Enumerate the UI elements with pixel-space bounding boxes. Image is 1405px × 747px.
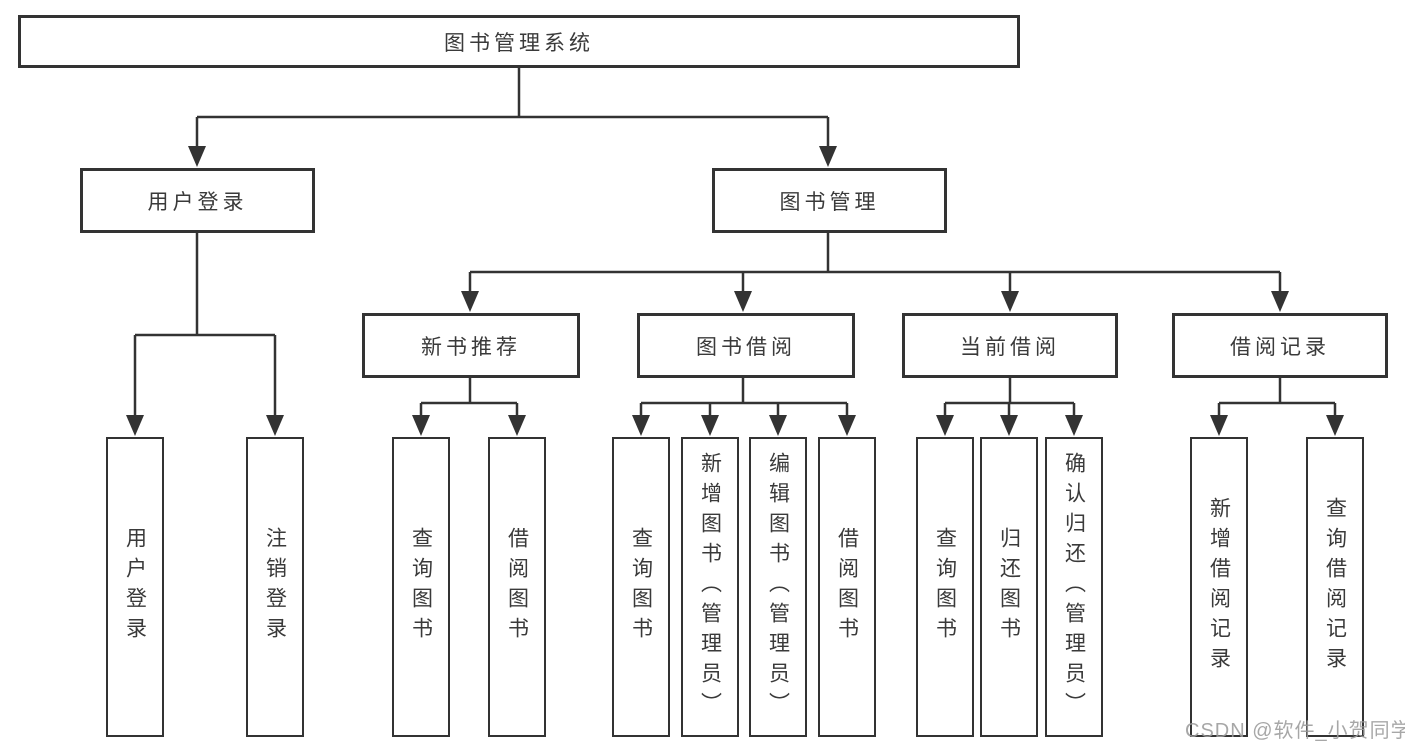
node-user-login: 用户登录 <box>80 168 315 233</box>
leaf-borrow-books-borrowing: 借阅图书 <box>818 437 876 737</box>
leaf-add-book-admin-label: 新增图书（管理员） <box>698 452 722 722</box>
leaf-query-borrow-record: 查询借阅记录 <box>1306 437 1364 737</box>
leaf-edit-book-admin: 编辑图书（管理员） <box>749 437 807 737</box>
node-borrowing-records-label: 借阅记录 <box>1230 335 1330 359</box>
leaf-confirm-return-admin: 确认归还（管理员） <box>1045 437 1103 737</box>
node-current-borrowing: 当前借阅 <box>902 313 1118 378</box>
node-library-system: 图书管理系统 <box>18 15 1020 68</box>
node-book-management: 图书管理 <box>712 168 947 233</box>
leaf-query-books-recommend-label: 查询图书 <box>409 527 433 647</box>
leaf-borrow-books-borrowing-label: 借阅图书 <box>835 527 859 647</box>
leaf-user-login: 用户登录 <box>106 437 164 737</box>
node-user-login-label: 用户登录 <box>147 190 248 214</box>
leaf-edit-book-admin-label: 编辑图书（管理员） <box>766 452 790 722</box>
leaf-query-books-current-label: 查询图书 <box>933 527 957 647</box>
node-book-borrowing-label: 图书借阅 <box>696 335 796 359</box>
leaf-confirm-return-admin-label: 确认归还（管理员） <box>1062 452 1086 722</box>
leaf-user-login-label: 用户登录 <box>123 527 147 647</box>
leaf-borrow-books-recommend-label: 借阅图书 <box>505 527 529 647</box>
leaf-borrow-books-recommend: 借阅图书 <box>488 437 546 737</box>
node-library-system-label: 图书管理系统 <box>444 31 594 55</box>
leaf-logout-label: 注销登录 <box>263 527 287 647</box>
node-new-book-recommendation: 新书推荐 <box>362 313 580 378</box>
node-new-book-recommendation-label: 新书推荐 <box>421 335 521 359</box>
node-book-management-label: 图书管理 <box>779 190 880 214</box>
leaf-query-books-recommend: 查询图书 <box>392 437 450 737</box>
leaf-query-books-borrowing-label: 查询图书 <box>629 527 653 647</box>
leaf-add-borrow-record-label: 新增借阅记录 <box>1207 497 1231 677</box>
leaf-add-book-admin: 新增图书（管理员） <box>681 437 739 737</box>
csdn-watermark: CSDN @软件_小贺同学 <box>1185 720 1405 742</box>
leaf-return-book: 归还图书 <box>980 437 1038 737</box>
leaf-query-books-borrowing: 查询图书 <box>612 437 670 737</box>
node-book-borrowing: 图书借阅 <box>637 313 855 378</box>
leaf-add-borrow-record: 新增借阅记录 <box>1190 437 1248 737</box>
node-current-borrowing-label: 当前借阅 <box>960 335 1060 359</box>
node-borrowing-records: 借阅记录 <box>1172 313 1388 378</box>
leaf-query-books-current: 查询图书 <box>916 437 974 737</box>
leaf-return-book-label: 归还图书 <box>997 527 1021 647</box>
leaf-query-borrow-record-label: 查询借阅记录 <box>1323 497 1347 677</box>
leaf-logout: 注销登录 <box>246 437 304 737</box>
